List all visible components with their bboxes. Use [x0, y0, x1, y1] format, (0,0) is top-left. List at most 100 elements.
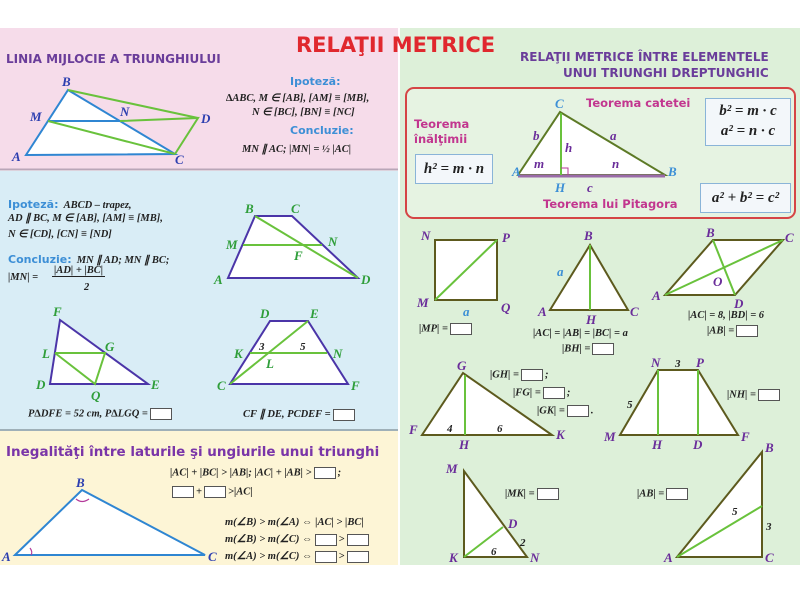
answer-box[interactable] — [314, 533, 337, 546]
segment-length: 5 — [732, 506, 738, 518]
angle-relation: m(∠B) > m(∠C) ⇔> — [225, 533, 371, 546]
vertex-label: L — [265, 356, 274, 371]
vertex-label: F — [740, 429, 750, 444]
section-heading-right-triangle-2: UNUI TRIUNGHI DREPTUNGHIC — [563, 66, 769, 80]
theorem-pythagoras-label: Teorema lui Pitagora — [543, 197, 678, 211]
separator: ; — [337, 467, 342, 479]
perimeter-task: P∆DFE = 52 cm, P∆LGQ = — [28, 408, 174, 420]
hypothesis-label: Ipoteză: — [290, 75, 341, 88]
answer-box[interactable] — [172, 486, 194, 498]
answer-box[interactable] — [203, 486, 226, 498]
vertex-label: D — [692, 437, 703, 452]
vertex-label: Q — [501, 300, 511, 315]
exercise-fgk-task: |GK| =. — [537, 405, 593, 417]
vertex-label: K — [555, 427, 566, 442]
vertex-label: H — [651, 437, 663, 452]
vertex-label: H — [554, 180, 566, 195]
conclusion-row: Concluzie: MN ∥ AD; MN ∥ BC; — [8, 248, 169, 267]
answer-box[interactable] — [332, 408, 355, 421]
task-text: |BH| = — [562, 343, 591, 355]
vertex-label: M — [603, 429, 616, 444]
task-text: |MP| = — [419, 323, 448, 335]
formula-denominator: 2 — [84, 282, 90, 293]
vertex-label: D — [360, 272, 371, 287]
midline-trapezoid-figure — [226, 215, 361, 279]
vertex-label: F — [408, 422, 418, 437]
side-label: a — [557, 264, 564, 279]
vertex-label: G — [105, 339, 115, 354]
vertex-label: A — [1, 549, 11, 564]
vertex-label: P — [502, 230, 511, 245]
side-label: m — [534, 156, 544, 171]
answer-box[interactable] — [592, 343, 615, 355]
triangle-mkn-figure — [463, 467, 529, 558]
side-label: n — [612, 156, 619, 171]
theorem-height-label: înălţimii — [414, 132, 468, 146]
vertex-label: H — [458, 437, 470, 452]
segment-length: 2 — [519, 537, 526, 549]
task-text: |FG| = — [513, 387, 541, 399]
answer-box[interactable] — [520, 369, 543, 381]
trapezoid-cdef-figure — [228, 320, 350, 385]
leg-formula: a² = n · c — [720, 123, 776, 139]
conclusion-label: Concluzie: — [290, 124, 354, 137]
side-label: a — [463, 304, 470, 319]
answer-box[interactable] — [346, 550, 369, 563]
exercise-fgk-task: |GH| =; — [490, 369, 548, 381]
answer-box[interactable] — [536, 488, 559, 500]
answer-box[interactable] — [666, 488, 689, 500]
operator: > — [338, 551, 345, 562]
answer-box[interactable] — [149, 408, 172, 420]
task-text: |GH| = — [490, 369, 519, 381]
vertex-label: N — [529, 550, 540, 565]
inequality-triangle-figure — [12, 488, 206, 556]
formula-numerator: |AD| + |BC| — [52, 265, 106, 277]
answer-box[interactable] — [449, 323, 472, 335]
exercise-rhombus-task: |AB| = — [707, 325, 760, 337]
vertex-label: A — [511, 164, 521, 179]
answer-box[interactable] — [314, 550, 337, 563]
right-triangle-figure — [516, 110, 669, 178]
vertex-label: M — [445, 461, 458, 476]
theorem-height-label: Teorema — [414, 117, 470, 131]
rhombus-figure — [662, 239, 786, 296]
trapezoid-mnpf-figure — [618, 369, 740, 436]
vertex-label: B — [61, 74, 71, 89]
perimeter-task: CF ∥ DE, PCDEF = — [243, 408, 357, 421]
formula-lhs: |MN| = — [8, 272, 39, 283]
triangle-abc-figure — [674, 449, 763, 558]
square-figure — [434, 239, 498, 301]
inequality-text: |AC| + |BC| > |AB|; |AC| + |AB| > — [170, 467, 312, 479]
vertex-label: A — [537, 304, 547, 319]
vertex-label: A — [213, 272, 223, 287]
vertex-label: N — [420, 228, 431, 243]
vertex-label: B — [764, 440, 774, 455]
hypothesis-line: ∆ABC, M ∈ [AB], [AM] ≡ [MB], — [226, 93, 370, 104]
answer-box[interactable] — [566, 405, 589, 417]
conclusion-label: Concluzie: — [8, 253, 72, 266]
task-text: |MK| = — [505, 488, 535, 500]
task-text: |AB| = — [637, 488, 665, 500]
side-label: a — [610, 128, 617, 143]
vertex-label: N — [332, 346, 343, 361]
vertex-label: L — [41, 346, 50, 361]
answer-box[interactable] — [313, 467, 336, 479]
vertex-label: O — [713, 274, 723, 289]
section-heading-right-triangle-1: RELAŢII METRICE ÎNTRE ELEMENTELE — [520, 50, 769, 64]
vertex-label: C — [291, 201, 300, 216]
vertex-label: B — [244, 201, 254, 216]
answer-box[interactable] — [542, 387, 565, 399]
answer-box[interactable] — [757, 389, 780, 401]
vertex-label: C — [217, 378, 226, 393]
segment-length: 3 — [674, 358, 681, 370]
vertex-label: B — [583, 228, 593, 243]
vertex-label: D — [200, 111, 211, 126]
answer-box[interactable] — [346, 533, 369, 546]
section-heading-midline-triangle: LINIA MIJLOCIE A TRIUNGHIULUI — [6, 52, 221, 66]
answer-box[interactable] — [736, 325, 759, 337]
vertex-label: C — [208, 549, 217, 564]
vertex-label: D — [507, 516, 518, 531]
